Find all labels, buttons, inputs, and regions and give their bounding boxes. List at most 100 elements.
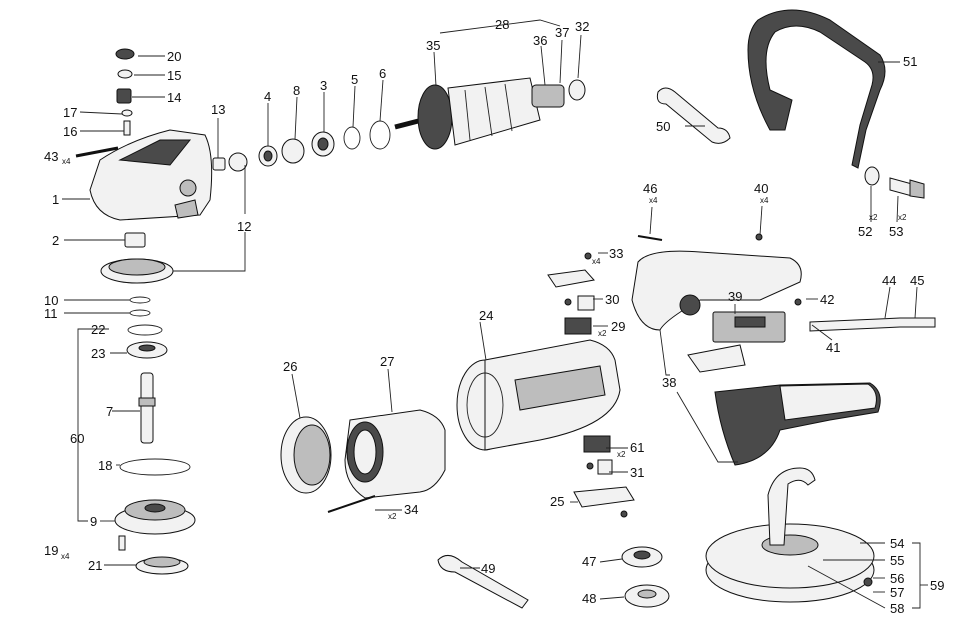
label-45: 45 xyxy=(910,273,924,288)
washer-bolt-52-53-drawing xyxy=(864,166,925,199)
qty-61: x2 xyxy=(617,450,626,459)
label-25: 25 xyxy=(550,494,564,509)
label-52: 52 xyxy=(858,224,872,239)
part-labels: 20 15 14 17 16 43 x4 1 2 10 11 22 23 7 6… xyxy=(44,17,944,616)
qty-43: x4 xyxy=(62,157,71,166)
cable-44-45-drawing xyxy=(809,317,936,332)
label-56: 56 xyxy=(890,571,904,586)
label-53: 53 xyxy=(889,224,903,239)
qty-19: x4 xyxy=(61,552,70,561)
leader-lines xyxy=(62,19,928,609)
motor-housing-24-drawing xyxy=(456,339,621,451)
side-handle-51-drawing xyxy=(747,9,886,169)
label-34: 34 xyxy=(404,502,418,517)
dust-hood-drawing xyxy=(705,467,875,603)
screw-43-drawing xyxy=(75,146,119,158)
label-28: 28 xyxy=(495,17,509,32)
switch-39-drawing xyxy=(687,311,786,373)
bearing-row-drawing xyxy=(212,120,391,172)
label-48: 48 xyxy=(582,591,596,606)
screw-19-drawing xyxy=(118,535,126,551)
label-36: 36 xyxy=(533,33,547,48)
label-31: 31 xyxy=(630,465,644,480)
o-ring-18-drawing xyxy=(119,458,191,476)
label-47: 47 xyxy=(582,554,596,569)
label-42: 42 xyxy=(820,292,834,307)
flange-nut-47-drawing xyxy=(621,546,663,568)
label-50: 50 xyxy=(656,119,670,134)
screw-34-drawing xyxy=(327,495,376,513)
label-20: 20 xyxy=(167,49,181,64)
label-9: 9 xyxy=(90,514,97,529)
armature-35-drawing xyxy=(394,77,586,150)
label-16: 16 xyxy=(63,124,77,139)
flange-nut-48-drawing xyxy=(624,584,670,608)
label-46: 46 xyxy=(643,181,657,196)
washers-10-11-drawing xyxy=(129,296,151,317)
pin-spanner-49-drawing xyxy=(437,555,529,609)
label-6: 6 xyxy=(379,66,386,81)
label-14: 14 xyxy=(167,90,181,105)
qty-52: x2 xyxy=(869,213,878,222)
label-29: 29 xyxy=(611,319,625,334)
wrench-50-drawing xyxy=(656,87,731,144)
qty-33: x4 xyxy=(592,257,601,266)
label-37: 37 xyxy=(555,25,569,40)
label-55: 55 xyxy=(890,553,904,568)
qty-40: x4 xyxy=(760,196,769,205)
qty-46: x4 xyxy=(649,196,658,205)
label-49: 49 xyxy=(481,561,495,576)
label-23: 23 xyxy=(91,346,105,361)
label-60: 60 xyxy=(70,431,84,446)
label-33: 33 xyxy=(609,246,623,261)
label-35: 35 xyxy=(426,38,440,53)
label-27: 27 xyxy=(380,354,394,369)
label-30: 30 xyxy=(605,292,619,307)
label-39: 39 xyxy=(728,289,742,304)
bearing-23-drawing xyxy=(126,324,168,359)
label-11: 11 xyxy=(44,306,58,321)
label-21: 21 xyxy=(88,558,102,573)
bearing-plate-9-drawing xyxy=(114,499,196,535)
label-54: 54 xyxy=(890,536,904,551)
qty-34: x2 xyxy=(388,512,397,521)
label-17: 17 xyxy=(63,105,77,120)
stator-27-drawing xyxy=(344,409,446,499)
lock-button-stack-drawing xyxy=(115,48,135,136)
brush-holder-upper-drawing xyxy=(547,269,595,335)
label-51: 51 xyxy=(903,54,917,69)
brush-holder-lower-drawing xyxy=(573,435,635,508)
label-26: 26 xyxy=(283,359,297,374)
label-40: 40 xyxy=(754,181,768,196)
label-10: 10 xyxy=(44,293,58,308)
label-2: 2 xyxy=(52,233,59,248)
label-59: 59 xyxy=(930,578,944,593)
guard-ring-21-drawing xyxy=(135,556,189,575)
label-1: 1 xyxy=(52,192,59,207)
label-22: 22 xyxy=(91,322,105,337)
label-61: 61 xyxy=(630,440,644,455)
spindle-7-drawing xyxy=(138,372,156,444)
gear-head-housing-drawing xyxy=(89,129,213,221)
qty-29: x2 xyxy=(598,329,607,338)
flange-12-drawing xyxy=(100,258,174,284)
ring-26-drawing xyxy=(280,416,332,494)
label-4: 4 xyxy=(264,89,271,104)
label-8: 8 xyxy=(293,83,300,98)
label-44: 44 xyxy=(882,273,896,288)
label-43: 43 xyxy=(44,149,58,164)
label-58: 58 xyxy=(890,601,904,616)
label-38: 38 xyxy=(662,375,676,390)
label-5: 5 xyxy=(351,72,358,87)
label-19: 19 xyxy=(44,543,58,558)
label-18: 18 xyxy=(98,458,112,473)
sleeve-2-drawing xyxy=(124,232,146,248)
handle-shell-bottom-drawing xyxy=(714,382,881,466)
label-57: 57 xyxy=(890,585,904,600)
label-32: 32 xyxy=(575,19,589,34)
small-screws-drawing xyxy=(564,233,802,518)
label-3: 3 xyxy=(320,78,327,93)
qty-53: x2 xyxy=(898,213,907,222)
label-15: 15 xyxy=(167,68,181,83)
